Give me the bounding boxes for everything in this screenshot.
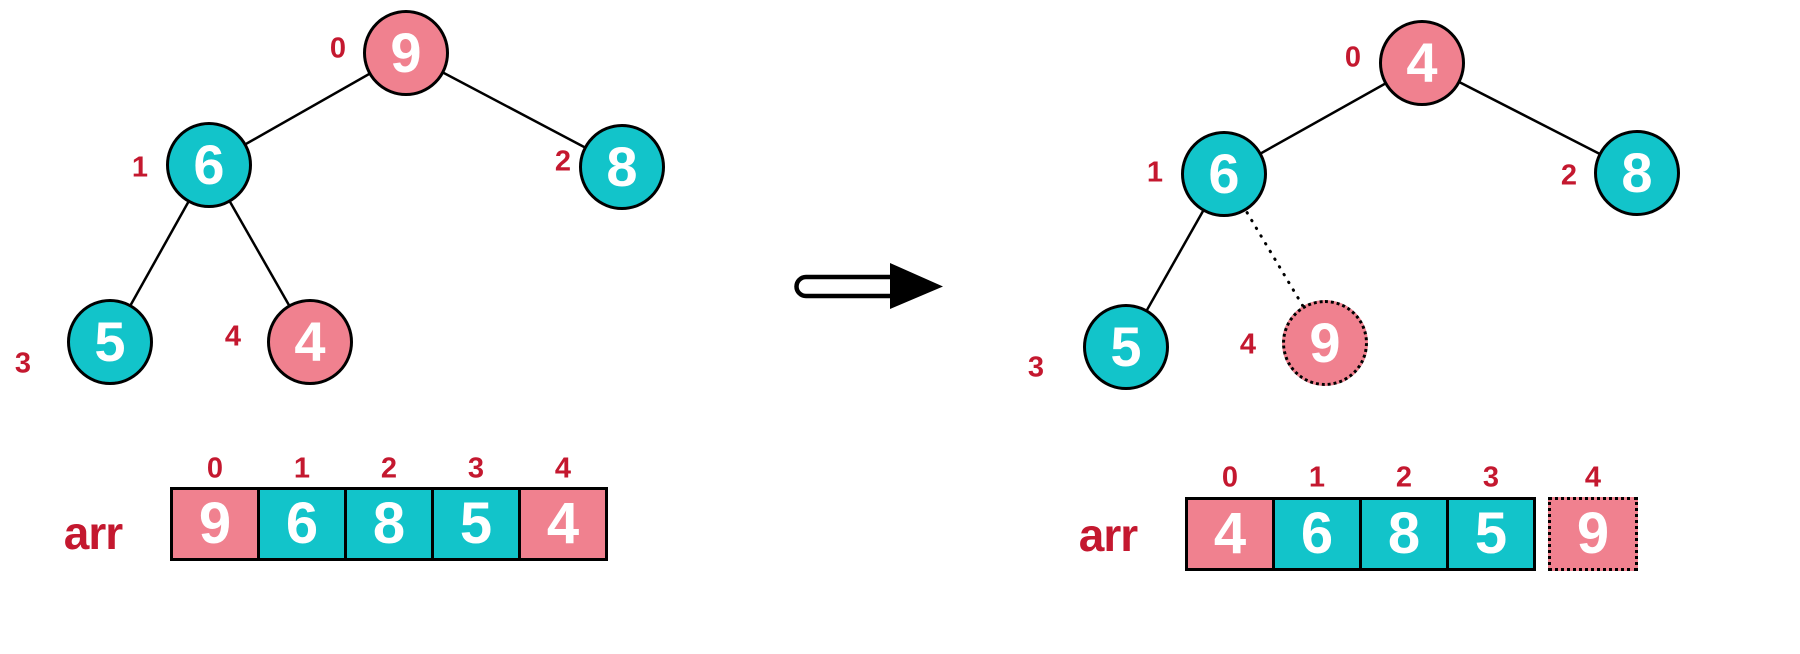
array-cell-value: 6 — [285, 491, 319, 556]
array-cell-value: 5 — [1474, 501, 1508, 566]
tree-node-index: 2 — [554, 145, 572, 178]
array-index: 0 — [1221, 461, 1239, 494]
tree-node-index: 4 — [224, 320, 242, 353]
array-index: 0 — [206, 452, 224, 485]
tree-node-detached: 9 — [1282, 300, 1368, 386]
array-cell: 8 — [344, 487, 434, 561]
tree-node: 8 — [1594, 130, 1680, 216]
array-cell: 4 — [518, 487, 608, 561]
tree-node: 5 — [1083, 304, 1169, 390]
tree-node-value: 9 — [1309, 311, 1341, 374]
array: 4 6 8 5 — [1185, 497, 1536, 571]
tree-node-index: 3 — [14, 347, 32, 380]
array-label: arr — [63, 507, 123, 559]
array-cell-value: 4 — [1213, 501, 1247, 566]
tree-node-value: 5 — [1110, 315, 1142, 378]
array-cell: 6 — [257, 487, 347, 561]
array-cell-value: 9 — [198, 491, 232, 556]
array-cell-detached: 9 — [1548, 497, 1638, 571]
tree-node-value: 5 — [94, 310, 126, 373]
tree-node-value: 4 — [294, 310, 326, 373]
tree-node-value: 8 — [1621, 141, 1653, 204]
tree-node-index: 1 — [131, 151, 149, 184]
tree-node: 9 — [363, 10, 449, 96]
tree-node-value: 8 — [606, 135, 638, 198]
array-cell: 6 — [1272, 497, 1362, 571]
array: 9 6 8 5 4 — [170, 487, 608, 561]
tree-node-value: 6 — [1208, 142, 1240, 205]
array-cell-value: 6 — [1300, 501, 1334, 566]
tree-node: 4 — [1379, 20, 1465, 106]
tree-node-value: 4 — [1406, 31, 1438, 94]
array-cell-value: 5 — [459, 491, 493, 556]
array-cell: 8 — [1359, 497, 1449, 571]
array-cell-value: 8 — [1387, 501, 1421, 566]
tree-node-value: 9 — [390, 21, 422, 84]
array-index: 2 — [1395, 461, 1413, 494]
array-index: 1 — [293, 452, 311, 485]
array-cell: 5 — [431, 487, 521, 561]
array-index: 4 — [554, 452, 572, 485]
array-index: 3 — [467, 452, 485, 485]
tree-node-index: 1 — [1146, 156, 1164, 189]
tree-node: 4 — [267, 299, 353, 385]
array-cell: 5 — [1446, 497, 1536, 571]
tree-node-index: 0 — [1344, 41, 1362, 74]
tree-node: 8 — [579, 124, 665, 210]
tree-node: 5 — [67, 299, 153, 385]
array-cell-value: 8 — [372, 491, 406, 556]
array-index: 4 — [1584, 461, 1602, 494]
tree-node-value: 6 — [193, 133, 225, 196]
tree-node: 6 — [1181, 131, 1267, 217]
tree-node-index: 0 — [329, 32, 347, 65]
array-label: arr — [1078, 509, 1138, 561]
array-index: 1 — [1308, 461, 1326, 494]
array-cell-value: 4 — [546, 491, 580, 556]
array-cell-value: 9 — [1576, 501, 1610, 566]
transform-arrow-icon — [794, 263, 943, 309]
tree-node-index: 2 — [1560, 159, 1578, 192]
tree-node-index: 3 — [1027, 351, 1045, 384]
array-index: 2 — [380, 452, 398, 485]
tree-node: 6 — [166, 122, 252, 208]
tree-edge-dotted — [1222, 172, 1327, 345]
array-cell: 9 — [170, 487, 260, 561]
array-index: 3 — [1482, 461, 1500, 494]
array-cell: 4 — [1185, 497, 1275, 571]
tree-node-index: 4 — [1239, 328, 1257, 361]
